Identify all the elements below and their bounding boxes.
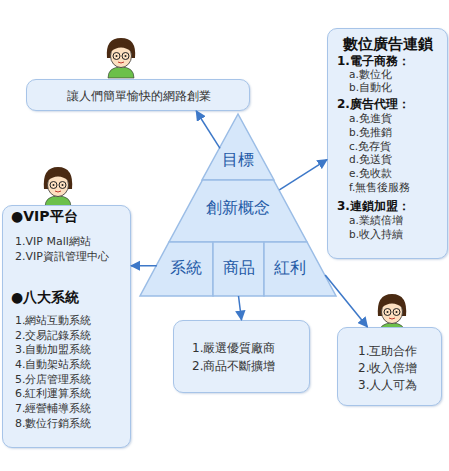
node-text: c.免存貨	[349, 139, 391, 153]
node-text: 8.數位行銷系統	[15, 416, 92, 431]
node-text: e.免收款	[349, 166, 392, 180]
node-text: 讓人們簡單愉快的網路創業	[67, 88, 211, 104]
arrow-connector	[279, 160, 327, 190]
arrow-connector	[239, 296, 242, 320]
node-text: 3.人人可為	[358, 378, 417, 392]
node-text: 2.VIP資訊管理中心	[15, 249, 109, 264]
band-shape	[140, 242, 213, 296]
node-text: 1.網站互動系統	[15, 313, 92, 328]
band-outline	[202, 114, 274, 180]
info-box: 1.互助合作 2.收入倍增 3.人人可為	[337, 327, 442, 406]
node-text: d.免送貨	[349, 152, 392, 166]
node-text: ●VIP平台	[11, 209, 78, 224]
node-text: 2.收入倍增	[358, 361, 417, 375]
info-box: ●VIP平台 1.VIP Mall網站2.VIP資訊管理中心 ●八大系統 1.網站互動…	[2, 205, 131, 448]
pyramid-cell: 系統	[140, 242, 213, 296]
arrow-connector	[196, 111, 220, 148]
node-text: 5.分店管理系統	[15, 372, 92, 387]
node-text: 2.廣告代理：	[337, 97, 410, 111]
cartoon-figure	[107, 38, 135, 78]
node-text: 創新概念	[206, 198, 270, 218]
node-text: 系統	[170, 258, 202, 278]
node-text: 4.自動架站系統	[15, 357, 92, 372]
band-shape	[169, 180, 307, 242]
band-shape	[202, 114, 274, 180]
node-text: 1.嚴選優質廠商	[192, 341, 275, 355]
node-text: 1.互助合作	[358, 344, 417, 358]
node-text: 1.電子商務：	[337, 54, 410, 68]
node-text: ●八大系統	[11, 290, 79, 305]
node-text: b.自動化	[349, 80, 392, 94]
node-text: a.免進貨	[349, 111, 392, 125]
node-text: b.收入持續	[349, 227, 403, 241]
node-text: a.業績倍增	[349, 213, 403, 227]
node-text: 6.紅利運算系統	[15, 386, 92, 401]
node-text: 紅利	[274, 258, 306, 278]
node-text: 3.連鎖加盟：	[337, 199, 410, 213]
pyramid-band: 創新概念	[169, 180, 307, 242]
node-text: f.無售後服務	[349, 180, 410, 194]
node-text: b.免推銷	[349, 125, 392, 139]
node-text: 2.商品不斷擴增	[192, 359, 275, 373]
node-text: a.數位化	[349, 67, 392, 81]
pyramid-cell: 商品	[213, 242, 264, 296]
goal-box: 讓人們簡單愉快的網路創業	[26, 79, 250, 111]
info-box: 1.嚴選優質廠商 2.商品不斷擴增	[173, 320, 310, 393]
arrow-connector	[325, 275, 367, 327]
node-text: 7.經營輔導系統	[15, 401, 92, 416]
node-text: 1.VIP Mall網站	[15, 234, 91, 249]
node-text: 3.自動加盟系統	[15, 342, 92, 357]
info-box: 數位廣告連鎖1.電子商務：a.數位化b.自動化 2.廣告代理：a.免進貨b.免推銷…	[327, 28, 448, 259]
cartoon-figure	[44, 167, 72, 207]
arrow-connector	[131, 265, 157, 267]
node-text: 目標	[222, 150, 254, 170]
node-text: 商品	[223, 258, 255, 278]
pyramid-band: 目標	[202, 114, 274, 180]
pyramid-cell: 紅利	[264, 242, 336, 296]
band-shape	[213, 242, 264, 296]
node-text: 數位廣告連鎖	[343, 35, 433, 53]
node-text: 2.交易記錄系統	[15, 328, 92, 343]
band-shape	[264, 242, 336, 296]
